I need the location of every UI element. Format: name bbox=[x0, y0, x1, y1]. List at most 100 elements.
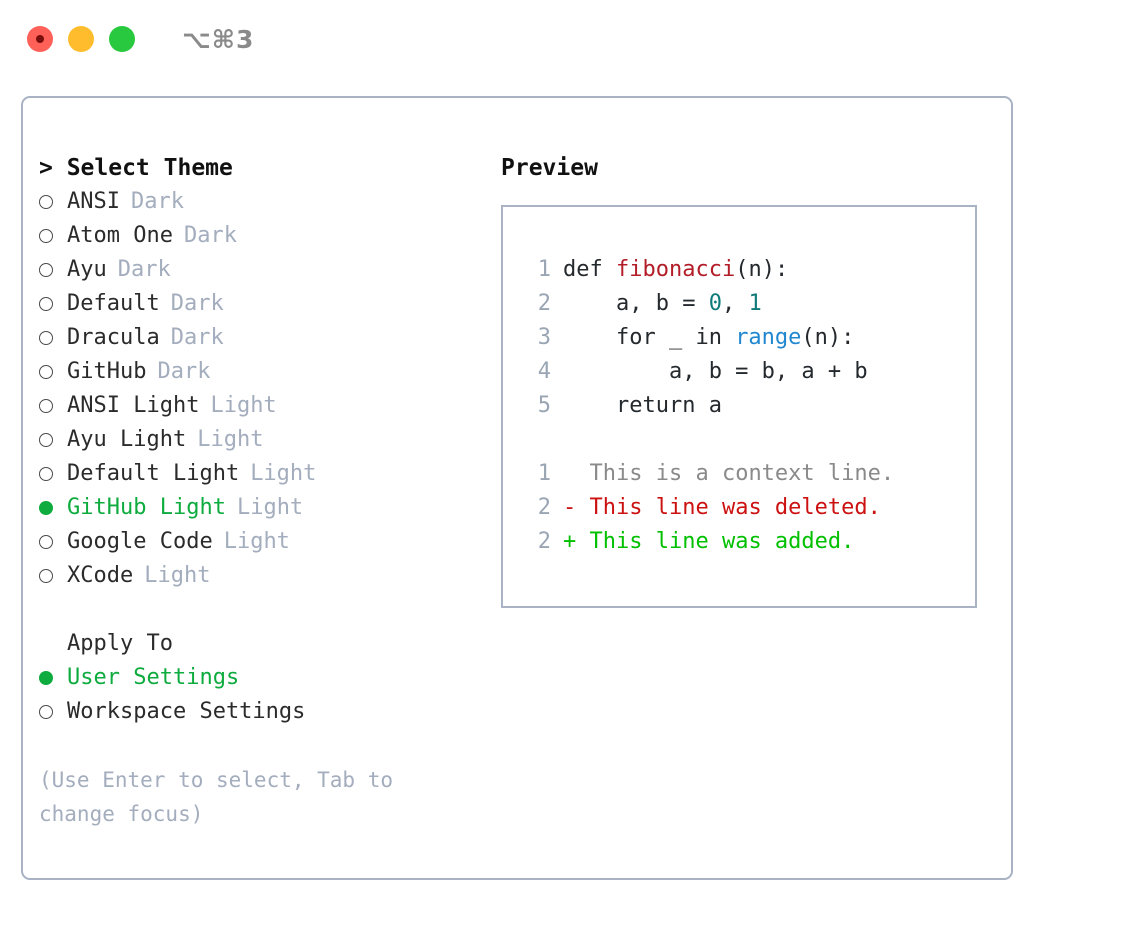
code-token: fibonacci bbox=[615, 257, 736, 282]
code-token: for _ in bbox=[563, 325, 736, 350]
theme-option-label: XCode bbox=[67, 563, 134, 588]
code-line-content: a, b = 0, 1 bbox=[563, 287, 762, 321]
radio-circle bbox=[39, 433, 53, 447]
theme-option-variant: Light bbox=[250, 461, 317, 486]
theme-option-variant: Light bbox=[223, 529, 290, 554]
diff-line-number: 1 bbox=[537, 461, 551, 486]
theme-option-label: GitHub Light bbox=[67, 495, 226, 520]
code-line: 4 a, b = b, a + b bbox=[521, 355, 975, 389]
code-token: , bbox=[721, 291, 749, 316]
theme-option-label: Default bbox=[67, 291, 160, 316]
radio-circle bbox=[39, 297, 53, 311]
apply-to-option-label: Workspace Settings bbox=[67, 699, 306, 724]
theme-option-github-light[interactable]: GitHub Light Light bbox=[39, 491, 499, 525]
radio-circle bbox=[39, 569, 53, 583]
diff-line-number: 2 bbox=[537, 529, 551, 554]
diff-line-text: This line was deleted. bbox=[589, 495, 881, 520]
diff-marker: - bbox=[563, 495, 590, 520]
apply-to-heading: Apply To bbox=[67, 631, 173, 656]
apply-to-option-label: User Settings bbox=[67, 665, 240, 690]
radio-circle bbox=[39, 705, 53, 719]
code-line: 2 a, b = 0, 1 bbox=[521, 287, 975, 321]
maximize-button[interactable] bbox=[109, 26, 135, 52]
radio-unselected-icon bbox=[39, 433, 61, 447]
theme-option-label: Ayu bbox=[67, 257, 107, 282]
keyboard-shortcut-label: ⌥⌘3 bbox=[182, 24, 255, 54]
code-token: 1 bbox=[748, 291, 762, 316]
radio-circle bbox=[39, 535, 53, 549]
code-token: return a bbox=[563, 393, 722, 418]
code-line-number: 1 bbox=[537, 257, 551, 282]
radio-unselected-icon bbox=[39, 229, 61, 243]
theme-option-variant: Light bbox=[144, 563, 211, 588]
diff-marker bbox=[563, 457, 590, 491]
theme-option-atom-one[interactable]: Atom One Dark bbox=[39, 219, 499, 253]
radio-unselected-icon bbox=[39, 399, 61, 413]
theme-option-label: GitHub bbox=[67, 359, 147, 384]
radio-circle bbox=[39, 229, 53, 243]
code-line-content: for _ in range(n): bbox=[563, 321, 854, 355]
theme-option-variant: Dark bbox=[117, 257, 171, 282]
radio-unselected-icon bbox=[39, 705, 61, 719]
code-token: (n): bbox=[735, 257, 789, 282]
code-line-content: a, b = b, a + b bbox=[563, 355, 868, 389]
theme-option-ansi[interactable]: ANSI Dark bbox=[39, 185, 499, 219]
apply-to-option-user-settings[interactable]: User Settings bbox=[39, 661, 499, 695]
code-token: range bbox=[735, 325, 802, 350]
radio-circle bbox=[39, 331, 53, 345]
radio-unselected-icon bbox=[39, 331, 61, 345]
preview-heading: Preview bbox=[501, 155, 598, 181]
theme-option-github[interactable]: GitHub Dark bbox=[39, 355, 499, 389]
theme-option-ayu[interactable]: Ayu Dark bbox=[39, 253, 499, 287]
theme-option-default[interactable]: Default Dark bbox=[39, 287, 499, 321]
select-theme-heading: > Select Theme bbox=[39, 155, 233, 181]
radio-selected-icon bbox=[39, 671, 61, 685]
radio-selected-icon bbox=[39, 501, 61, 515]
radio-circle bbox=[39, 467, 53, 481]
diff-line-del: 2- This line was deleted. bbox=[521, 491, 975, 525]
radio-unselected-icon bbox=[39, 297, 61, 311]
theme-option-label: ANSI bbox=[67, 189, 120, 214]
theme-option-variant: Dark bbox=[130, 189, 184, 214]
theme-option-google-code[interactable]: Google Code Light bbox=[39, 525, 499, 559]
diff-line-number: 2 bbox=[537, 495, 551, 520]
code-line-number: 2 bbox=[537, 291, 551, 316]
theme-option-variant: Dark bbox=[157, 359, 211, 384]
apply-to-option-workspace-settings[interactable]: Workspace Settings bbox=[39, 695, 499, 729]
minimize-button[interactable] bbox=[68, 26, 94, 52]
radio-circle bbox=[39, 263, 53, 277]
theme-option-variant: Dark bbox=[170, 291, 224, 316]
radio-circle bbox=[39, 399, 53, 413]
theme-option-label: Ayu Light bbox=[67, 427, 187, 452]
diff-marker: + bbox=[563, 529, 590, 554]
theme-option-xcode[interactable]: XCode Light bbox=[39, 559, 499, 593]
radio-unselected-icon bbox=[39, 195, 61, 209]
theme-option-variant: Light bbox=[236, 495, 304, 520]
radio-circle bbox=[39, 501, 53, 515]
theme-option-label: Atom One bbox=[67, 223, 173, 248]
radio-unselected-icon bbox=[39, 365, 61, 379]
diff-line-text: This line was added. bbox=[589, 529, 855, 554]
close-button[interactable] bbox=[27, 26, 53, 52]
code-token: (n): bbox=[801, 325, 855, 350]
title-bar: ⌥⌘3 bbox=[0, 0, 1140, 78]
radio-circle bbox=[39, 195, 53, 209]
theme-option-label: Google Code bbox=[67, 529, 213, 554]
theme-option-label: Dracula bbox=[67, 325, 160, 350]
hint-spacer bbox=[39, 729, 499, 763]
theme-option-label: ANSI Light bbox=[67, 393, 200, 418]
radio-circle bbox=[39, 365, 53, 379]
code-diff-gap bbox=[521, 423, 975, 457]
diff-line-text: This is a context line. bbox=[589, 461, 895, 486]
theme-option-variant: Dark bbox=[183, 223, 237, 248]
